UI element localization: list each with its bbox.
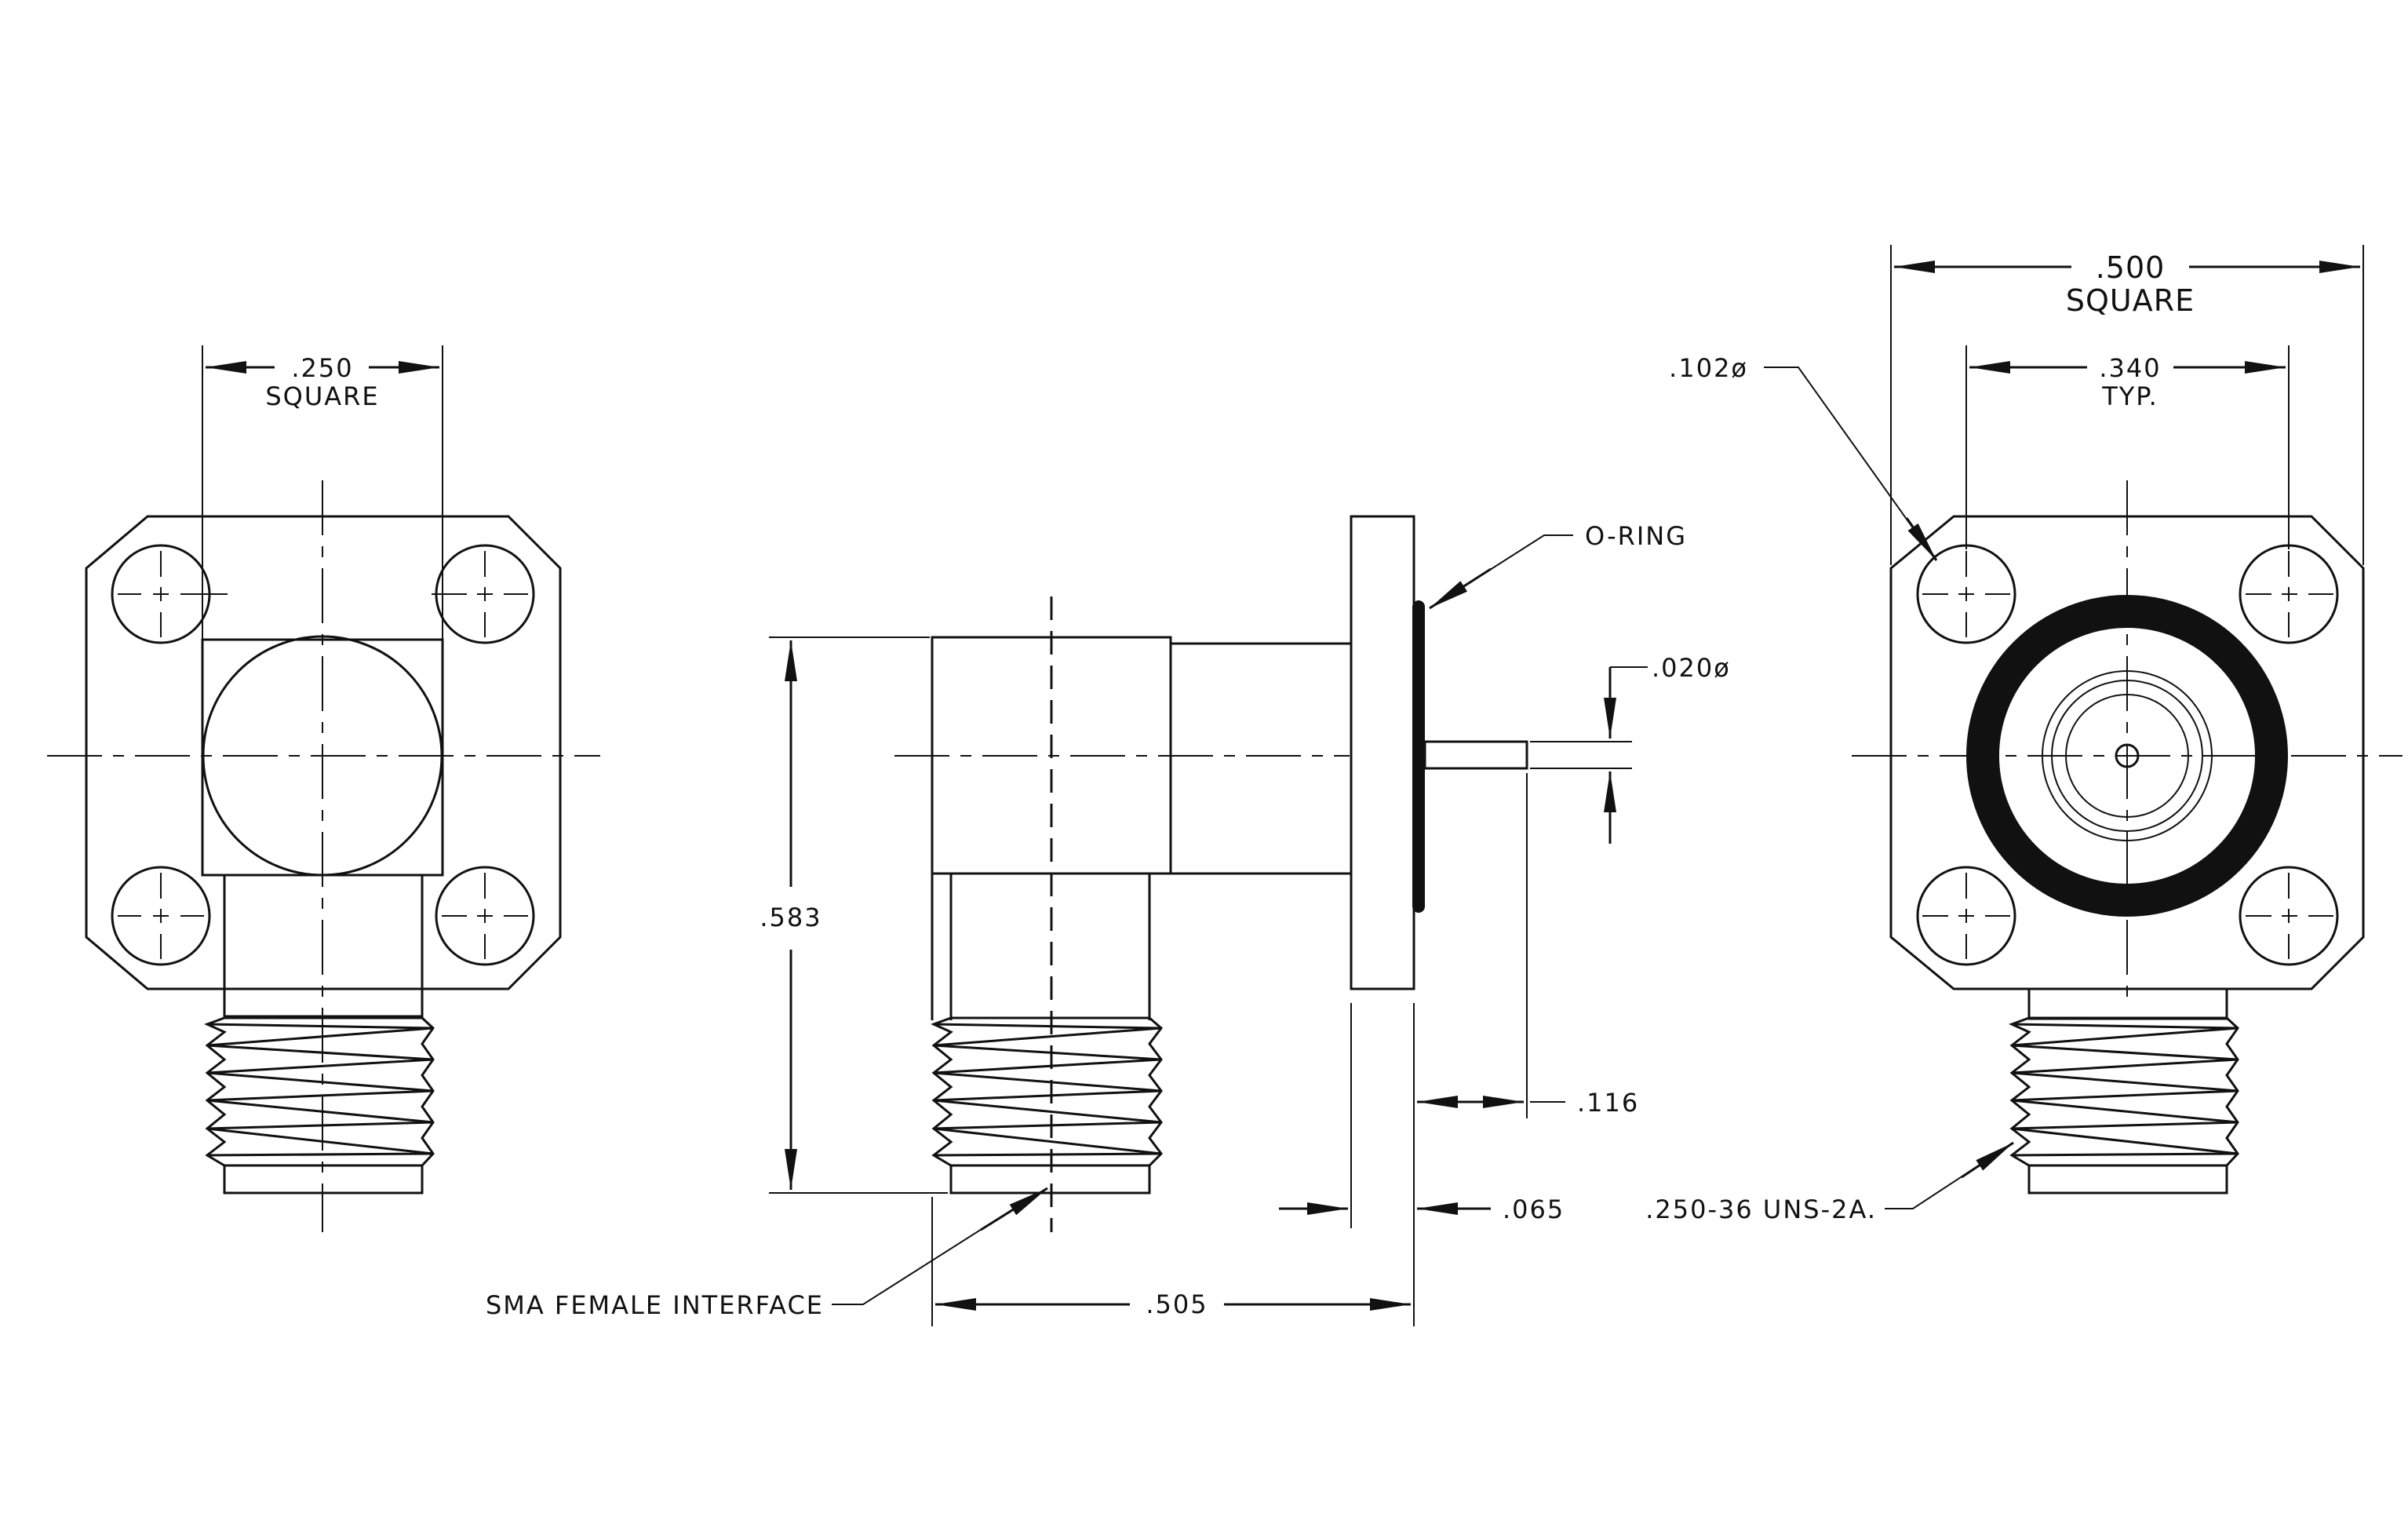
dim-left-square: .250: [291, 353, 353, 383]
left-flange-outline: [85, 515, 562, 990]
right-hole-br: [2239, 866, 2339, 966]
mid-flange: [1350, 515, 1415, 990]
dim-left-square-label: SQUARE: [265, 381, 379, 411]
left-hole-br: [435, 866, 535, 966]
dim-hole-spacing: .340: [2099, 353, 2161, 383]
dim-length: .505: [1146, 1289, 1208, 1319]
dim-hole-spacing-label: TYP.: [2101, 381, 2158, 411]
middle-view: .583 .505 .065 .116 .020ø O-RING SMA FEM…: [486, 515, 1731, 1326]
mid-oring: [1412, 600, 1425, 913]
right-flange-outline: [1889, 515, 2365, 990]
mid-barrel: [1169, 642, 1351, 875]
left-hole-bl: [111, 866, 211, 966]
dim-right-square-label: SQUARE: [2066, 283, 2195, 318]
dim-pin-diameter: .020ø: [1652, 653, 1731, 683]
callout-thread: .250-36 UNS-2A.: [1645, 1195, 1877, 1224]
left-view: .250 SQUARE: [47, 345, 600, 1232]
dim-flange: .065: [1503, 1195, 1565, 1224]
mid-thread: [931, 1016, 1164, 1167]
left-thread: [204, 1016, 435, 1167]
right-thread: [2009, 1016, 2239, 1167]
dim-right-square: .500: [2096, 250, 2166, 285]
dim-hole-diameter: .102ø: [1669, 353, 1748, 383]
right-view: .500 SQUARE .340 TYP. .102ø .250-36 UNS-…: [1645, 245, 2403, 1224]
dim-height: .583: [760, 903, 821, 932]
right-thread-end: [2027, 1164, 2228, 1195]
callout-interface: SMA FEMALE INTERFACE: [486, 1290, 824, 1320]
dim-pin-length: .116: [1577, 1088, 1639, 1118]
callout-oring: O-RING: [1585, 521, 1687, 551]
mid-pin: [1423, 740, 1528, 770]
right-hole-bl: [1916, 866, 2016, 966]
